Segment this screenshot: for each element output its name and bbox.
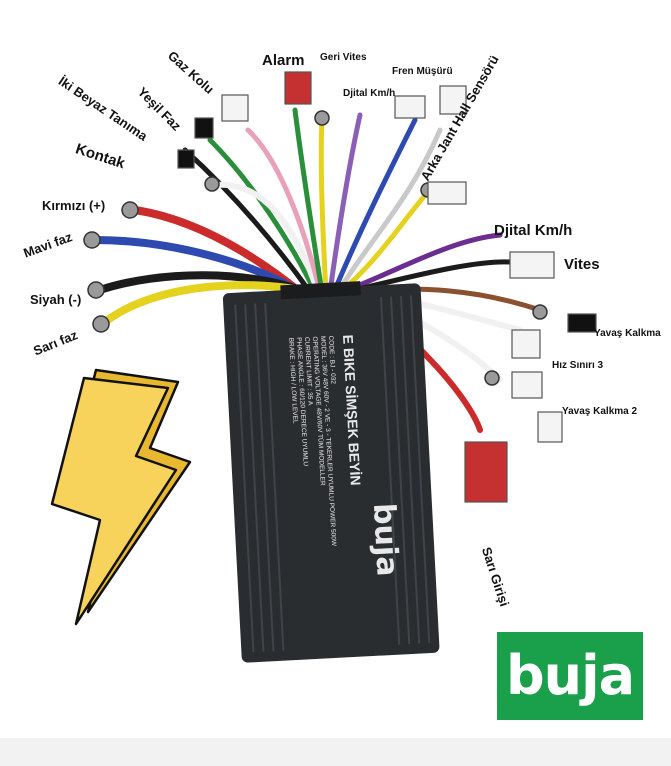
controller-spec-0: CODE : BJ - 032: [327, 335, 337, 384]
label-siyah: Siyah (-): [30, 292, 82, 307]
label-geri-vites: Geri Vites: [320, 52, 367, 63]
lightning-bolt-icon: [50, 368, 192, 626]
label-yavas-kalkma: Yavaş Kalkma: [594, 328, 661, 339]
label-djital-kmh-right: Djital Km/h: [494, 222, 573, 239]
controller-spec-5: BRAKE : HIGH / LOW LEVEL: [287, 338, 299, 425]
connector-plugs: [177, 71, 597, 503]
controller-spec-3: CURRENT LIMIT : 35 A: [303, 337, 314, 406]
label-kirmizi: Kırmızı (+): [42, 198, 106, 213]
label-hiz-siniri: Hız Sınırı 3: [552, 360, 604, 371]
label-djital-kmh-top: Djital Km/h: [343, 88, 396, 99]
wire-harness: [91, 107, 543, 433]
ring-terminals: [83, 110, 548, 386]
controller-title: E BIKE SİMŞEK BEYİN: [340, 334, 364, 486]
controller-box: [222, 281, 440, 663]
label-yavas-kalkma-2: Yavaş Kalkma 2: [562, 406, 638, 417]
buja-logo-text: buja: [505, 644, 635, 707]
label-vites: Vites: [564, 256, 600, 273]
footer-band: [0, 738, 671, 766]
controller-brand: buja: [366, 502, 405, 577]
controller-label: E BIKE SİMŞEK BEYİN CODE : BJ - 032 MODE…: [287, 334, 405, 577]
label-fren-musuru: Fren Müşürü: [392, 66, 453, 77]
label-alarm: Alarm: [262, 52, 305, 69]
buja-logo: buja: [497, 632, 643, 720]
